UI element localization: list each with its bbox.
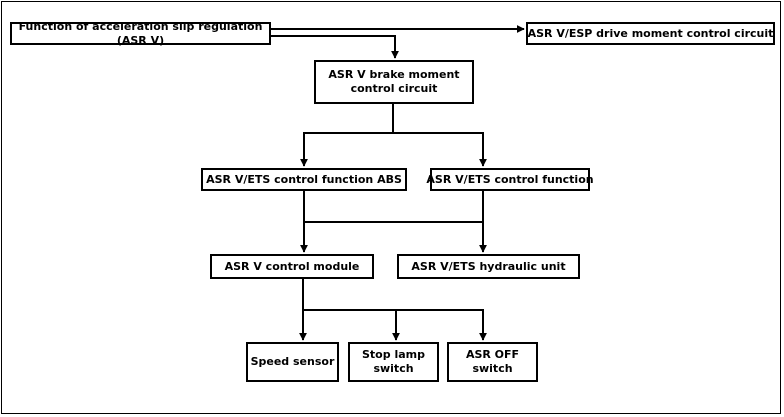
box-stop-lamp-line1: Stop lamp <box>362 348 425 362</box>
box-ets-control-function: ASR V/ETS control function <box>426 168 594 191</box>
box-brake-moment-circuit: ASR V brake moment control circuit <box>314 60 474 104</box>
box-stop-lamp-switch: Stop lamp switch <box>348 342 439 382</box>
box-control-module-label: ASR V control module <box>224 259 360 273</box>
box-ets-control-abs: ASR V/ETS control function ABS <box>201 168 407 191</box>
box-asr-off-switch: ASR OFF switch <box>447 342 538 382</box>
box-speed-sensor-label: Speed sensor <box>250 355 335 369</box>
box-function-line1: Function of acceleration slip regulation <box>18 19 263 33</box>
box-hydraulic-unit-label: ASR V/ETS hydraulic unit <box>411 259 566 273</box>
box-stop-lamp-line2: switch <box>373 362 414 375</box>
box-speed-sensor: Speed sensor <box>246 342 339 382</box>
box-asr-control-module: ASR V control module <box>210 254 374 279</box>
box-brake-moment-line1: ASR V brake moment <box>328 68 460 82</box>
box-asr-off-line1: ASR OFF <box>465 348 520 362</box>
box-asr-off-line2: switch <box>472 362 513 375</box>
box-function-asr: Function of acceleration slip regulation… <box>10 19 271 47</box>
box-ets-function-label: ASR V/ETS control function <box>426 172 594 186</box>
box-function-line2: (ASR V) <box>116 33 165 47</box>
box-ets-abs-label: ASR V/ETS control function ABS <box>206 172 402 186</box>
box-ets-hydraulic-unit: ASR V/ETS hydraulic unit <box>397 254 580 279</box>
box-drive-moment-label: ASR V/ESP drive moment control circuit <box>527 26 774 40</box>
box-drive-moment-circuit: ASR V/ESP drive moment control circuit <box>526 22 775 45</box>
box-brake-moment-line2: control circuit <box>350 82 438 95</box>
